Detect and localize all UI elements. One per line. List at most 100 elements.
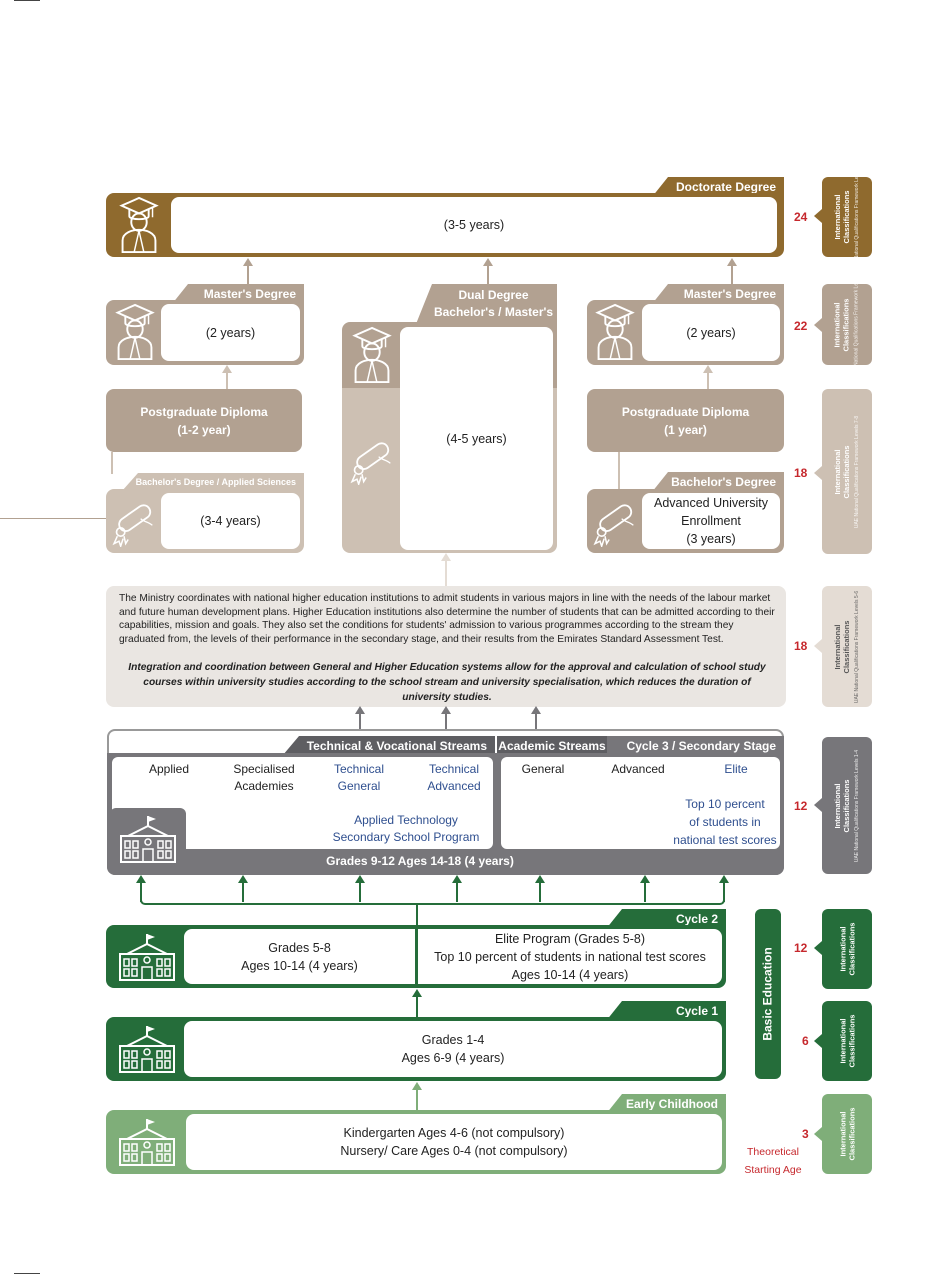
cycle2-tab: Cycle 2	[606, 909, 726, 929]
arrow-line	[618, 452, 620, 490]
pointer-icon	[814, 209, 822, 223]
arrow-head	[727, 258, 737, 266]
corner-mark-bottom	[14, 1273, 40, 1274]
green-distributor-bar	[140, 900, 725, 905]
arrow-head	[136, 875, 146, 883]
pointer-icon	[814, 1034, 822, 1048]
arrow-line	[731, 264, 733, 284]
graduate-icon	[345, 324, 399, 386]
arrow-line	[707, 372, 709, 389]
diploma-scroll-icon	[589, 494, 641, 550]
arrow-head	[703, 365, 713, 373]
arrow-head	[238, 875, 248, 883]
postgraduate-diploma-left: Postgraduate Diploma(1-2 year)	[106, 389, 302, 452]
age-6: 6	[802, 1034, 809, 1048]
arrow-head	[535, 875, 545, 883]
age-12-secondary: 12	[794, 799, 808, 813]
age-12-cycle2: 12	[794, 941, 808, 955]
basic-education-bar: Basic Education	[755, 909, 781, 1079]
masters-right-duration: (2 years)	[642, 304, 780, 361]
early-childhood-tab: Early Childhood	[606, 1094, 726, 1114]
stream-advanced: Advanced	[611, 762, 665, 776]
age-3: 3	[802, 1127, 809, 1141]
corner-mark-top	[14, 0, 40, 1]
arrow-line	[226, 372, 228, 389]
arrow-line	[140, 882, 142, 902]
school-building-icon	[114, 1020, 180, 1078]
school-building-icon	[114, 928, 180, 986]
arrow-line	[242, 882, 244, 902]
arrow-head	[355, 875, 365, 883]
pointer-icon	[814, 466, 822, 480]
ministry-text-box	[106, 586, 786, 707]
pointer-icon	[814, 798, 822, 812]
arrow-head	[719, 875, 729, 883]
early-childhood-content: Kindergarten Ages 4-6 (not compulsory)Nu…	[186, 1114, 722, 1170]
dual-degree-duration: (4-5 years)	[400, 327, 553, 550]
cycle1-tab: Cycle 1	[606, 1001, 726, 1021]
pointer-icon	[814, 941, 822, 955]
doctorate-tab: Doctorate Degree	[652, 177, 784, 197]
arrow-line	[723, 882, 725, 902]
diploma-scroll-icon	[108, 494, 160, 550]
arrow-head	[412, 989, 422, 997]
arrow-head	[222, 365, 232, 373]
age-18-ministry: 18	[794, 639, 808, 653]
arrow-line	[456, 882, 458, 902]
school-building-icon	[114, 1113, 180, 1171]
arrow-line	[487, 264, 489, 284]
arrow-line	[539, 882, 541, 902]
arrow-head	[531, 706, 541, 714]
arrow-line	[416, 996, 418, 1017]
graduate-icon	[590, 302, 640, 362]
arrow-head	[640, 875, 650, 883]
bachelor-left-duration: (3-4 years)	[161, 493, 300, 549]
bachelor-left-tab: Bachelor's Degree / Applied Sciences	[122, 473, 304, 491]
arrow-head	[355, 706, 365, 714]
cycle3-academic-panel	[501, 757, 780, 849]
arrow-line	[644, 882, 646, 902]
masters-left-duration: (2 years)	[161, 304, 300, 361]
stream-elite: Elite	[724, 762, 748, 776]
age-18-higher: 18	[794, 466, 808, 480]
arrow-line	[445, 560, 447, 586]
arrow-line	[416, 1089, 418, 1110]
pointer-icon	[814, 639, 822, 653]
cycle3-tab-academic: Academic Streams	[497, 736, 607, 755]
cycle3-tab-technical: Technical & Vocational Streams	[283, 736, 495, 755]
pointer-icon	[814, 1127, 822, 1141]
arrow-line	[111, 452, 113, 474]
arrow-line	[535, 713, 537, 729]
stream-applied: Applied	[148, 762, 190, 776]
arrow-head	[243, 258, 253, 266]
age-22: 22	[794, 319, 808, 333]
stream-general: General	[521, 762, 565, 776]
ministry-paragraph: The Ministry coordinates with national h…	[119, 593, 775, 645]
arrow-head	[441, 553, 451, 561]
graduate-icon	[114, 196, 164, 254]
arrow-line	[359, 713, 361, 729]
ministry-emphasis: Integration and coordination between Gen…	[128, 662, 766, 703]
pointer-icon	[814, 318, 822, 332]
doctorate-duration: (3-5 years)	[171, 197, 777, 253]
arrow-line	[359, 882, 361, 902]
diploma-scroll-icon	[345, 432, 399, 488]
left-connector-line	[0, 518, 108, 519]
arrow-line	[445, 713, 447, 729]
